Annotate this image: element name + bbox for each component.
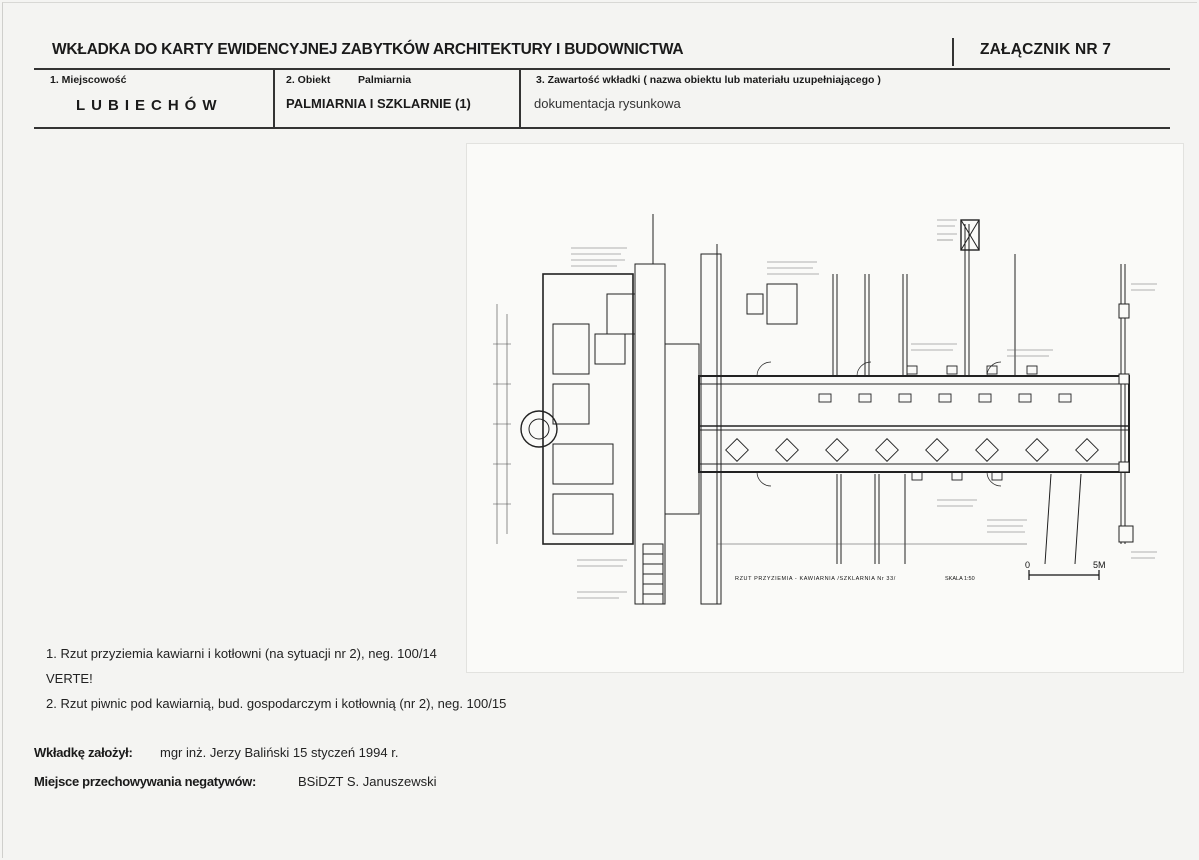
content-value: dokumentacja rysunkowa: [534, 96, 681, 111]
scale-end-label: 5M: [1093, 560, 1106, 570]
document-header: WKŁADKA DO KARTY EWIDENCYJNEJ ZABYTKÓW A…: [34, 36, 1170, 70]
field-separator: [273, 70, 275, 128]
fields-row: 1. Miejscowość LUBIECHÓW 2. Obiekt Palmi…: [34, 70, 1170, 129]
content-label: 3. Zawartość wkładki ( nazwa obiektu lub…: [536, 74, 881, 86]
locality-label: 1. Miejscowość: [50, 74, 127, 86]
object-value: PALMIARNIA I SZKLARNIE (1): [286, 96, 471, 111]
scale-start-label: 0: [1025, 560, 1030, 570]
caption-item-2: 2. Rzut piwnic pod kawiarnią, bud. gospo…: [46, 696, 507, 711]
caption-verte: VERTE!: [46, 671, 93, 686]
drawing-scale: SKALA 1:50: [945, 576, 975, 582]
attachment-number: ZAŁĄCZNIK NR 7: [980, 41, 1112, 58]
storage-value: BSiDZT S. Januszewski: [298, 774, 437, 789]
field-separator: [519, 70, 521, 128]
floor-plan-svg: RZUT PRZYZIEMIA - KAWIARNIA /SZKLARNIA N…: [493, 214, 1157, 605]
locality-value: LUBIECHÓW: [76, 97, 223, 114]
author-label: Wkładkę założył:: [34, 745, 133, 760]
caption-item-1: 1. Rzut przyziemia kawiarni i kotłowni (…: [46, 646, 437, 661]
floor-plan-drawing: RZUT PRZYZIEMIA - KAWIARNIA /SZKLARNIA N…: [466, 143, 1184, 673]
drawing-title: RZUT PRZYZIEMIA - KAWIARNIA /SZKLARNIA N…: [735, 576, 896, 582]
storage-label: Miejsce przechowywania negatywów:: [34, 774, 256, 789]
object-name: Palmiarnia: [358, 74, 412, 86]
author-value: mgr inż. Jerzy Baliński 15 styczeń 1994 …: [160, 745, 399, 760]
document-title: WKŁADKA DO KARTY EWIDENCYJNEJ ZABYTKÓW A…: [52, 41, 684, 58]
object-label: 2. Obiekt: [286, 74, 331, 86]
header-separator: [952, 38, 954, 66]
